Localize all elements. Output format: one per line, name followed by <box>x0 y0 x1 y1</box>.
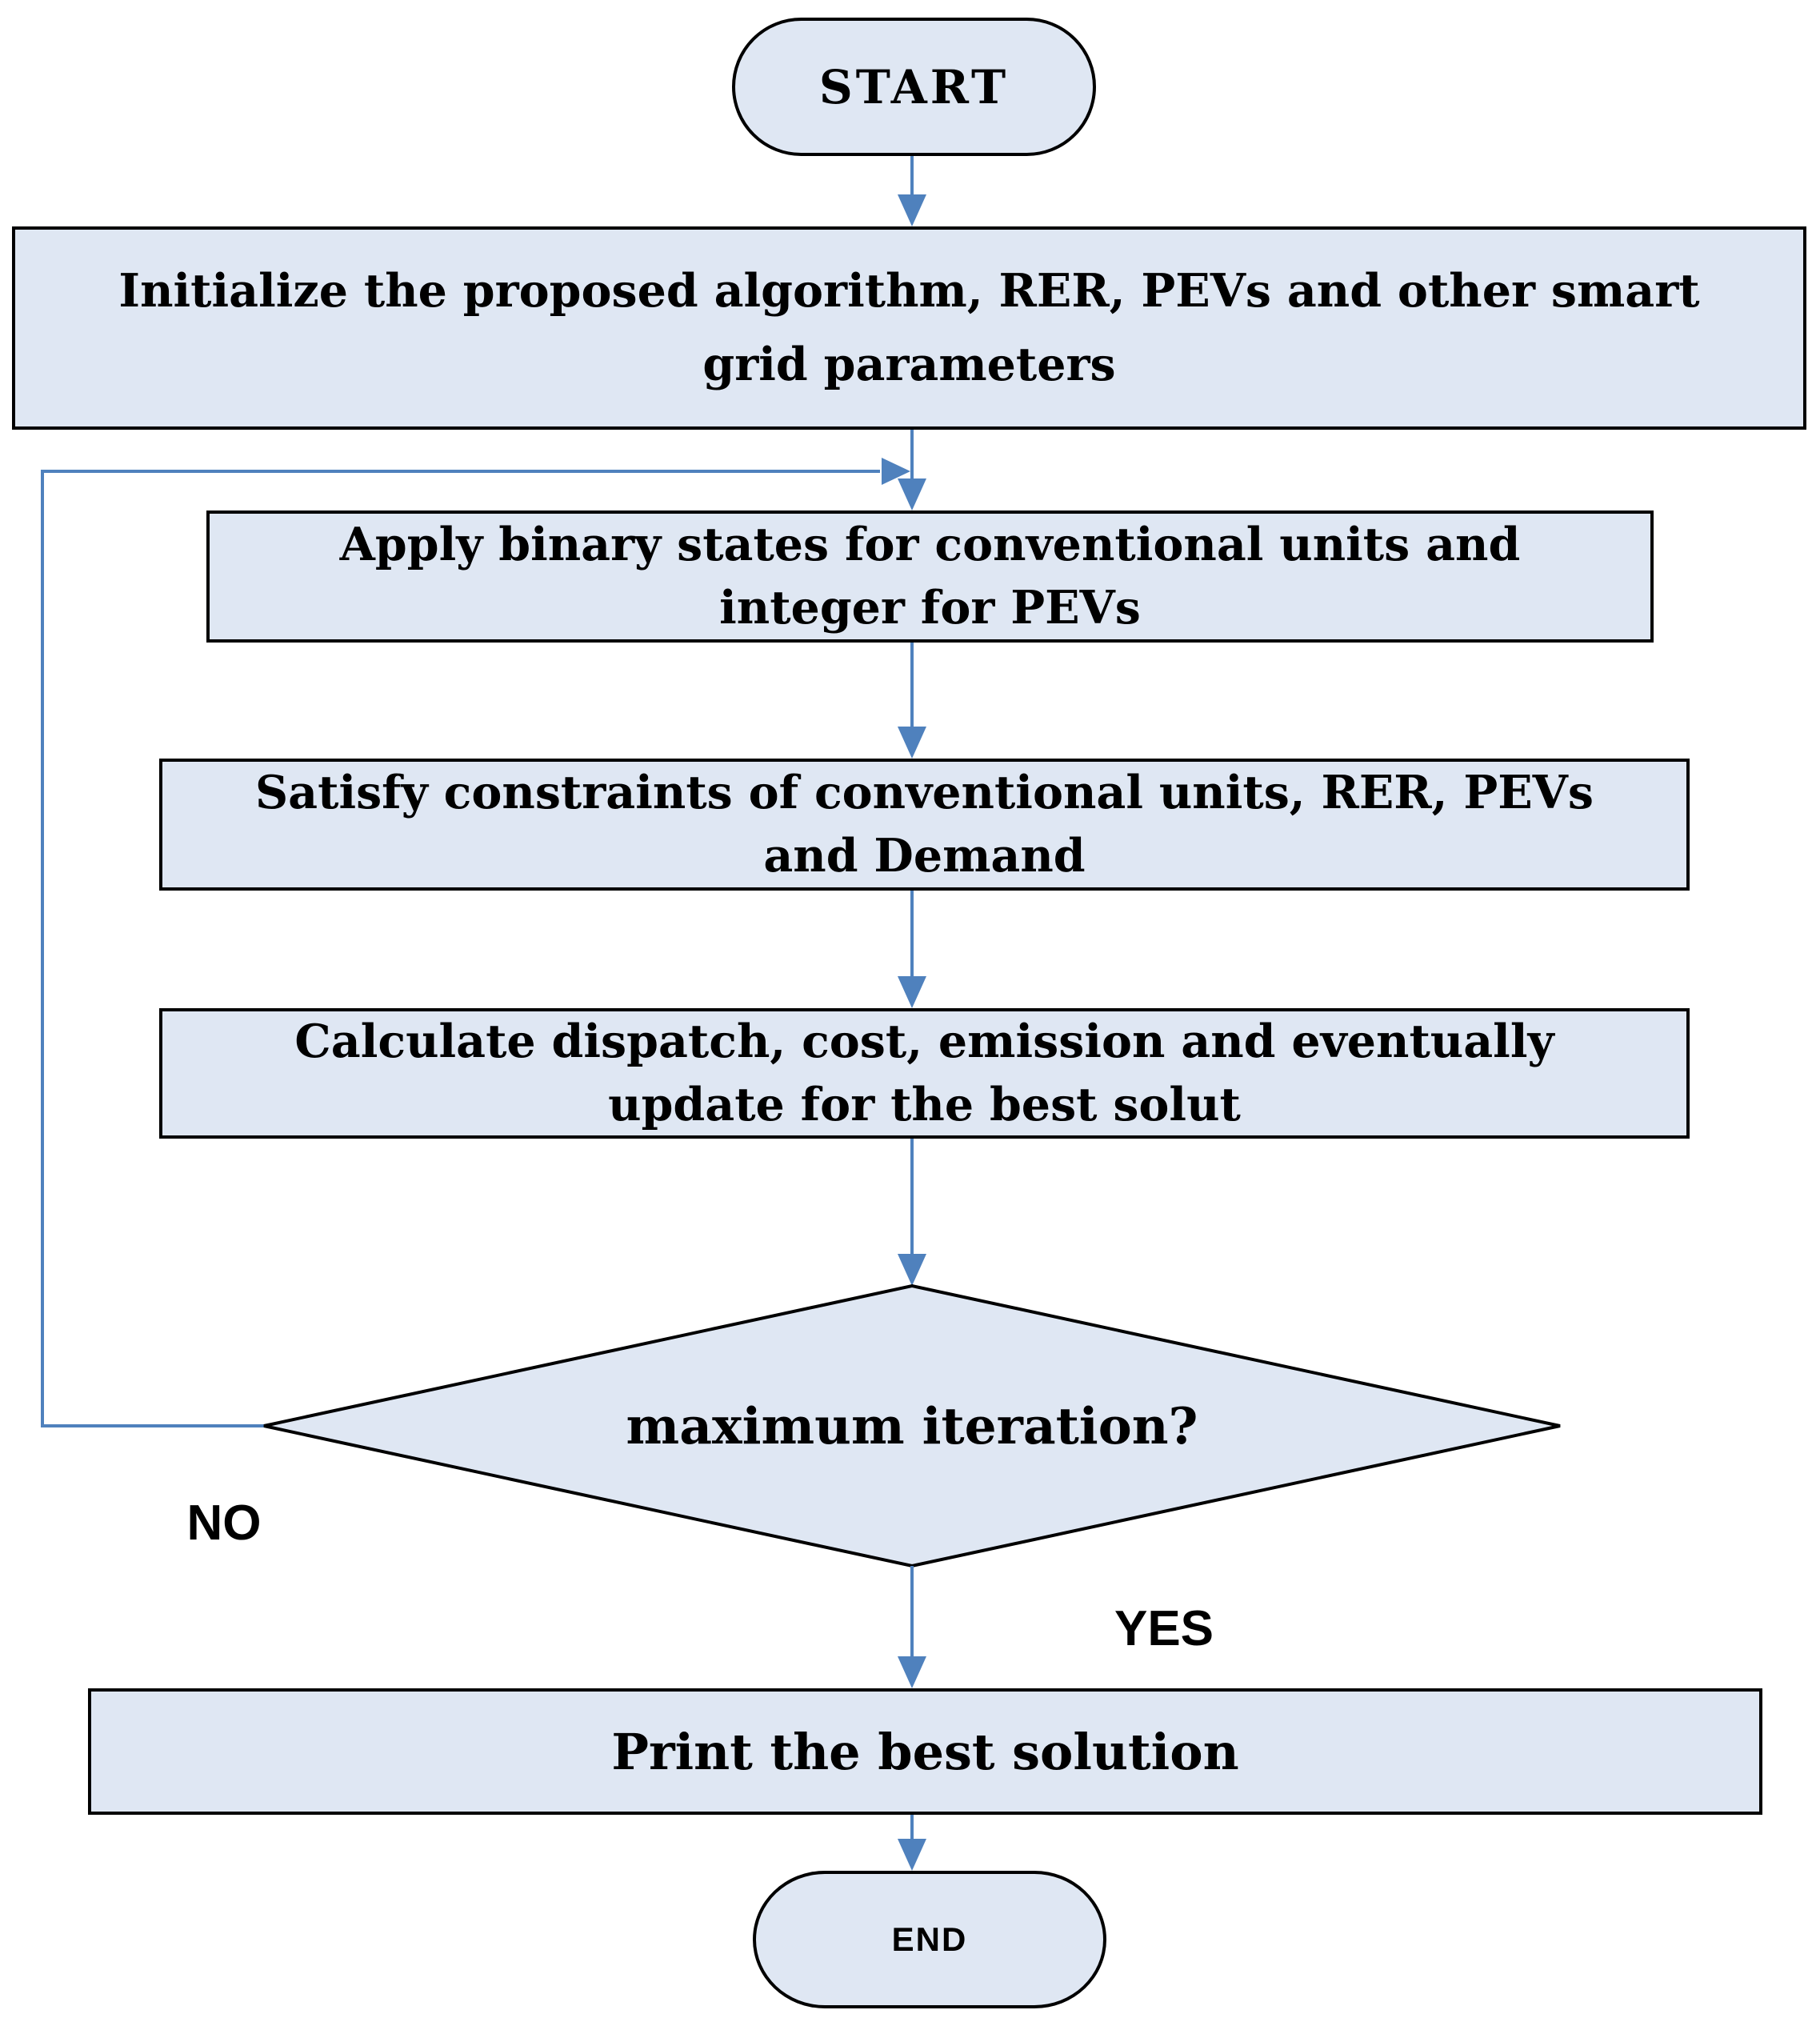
arrowhead-loop-junction <box>882 458 910 485</box>
initialize-process-box: Initialize the proposed algorithm, RER, … <box>12 226 1806 430</box>
max-iteration-decision-label: maximum iteration? <box>626 1396 1198 1455</box>
satisfy-constraints-process-box: Satisfy constraints of conventional unit… <box>159 759 1690 891</box>
print-best-solution-process-box: Print the best solution <box>88 1688 1762 1815</box>
apply-binary-states-process-box: Apply binary states for conventional uni… <box>206 511 1654 643</box>
arrowhead-decision <box>898 1254 926 1286</box>
arrowhead-calculate <box>898 976 926 1008</box>
start-node: START <box>732 18 1096 156</box>
arrowhead-print <box>898 1656 926 1688</box>
arrowhead-end <box>898 1839 926 1871</box>
no-edge-label: NO <box>186 1495 262 1551</box>
end-node: END <box>753 1871 1106 2008</box>
arrowhead-initialize <box>898 194 926 226</box>
arrowhead-constraints <box>898 727 926 759</box>
yes-edge-label: YES <box>1114 1601 1214 1656</box>
calculate-dispatch-process-box: Calculate dispatch, cost, emission and e… <box>159 1008 1690 1139</box>
loop-connector-no <box>41 470 880 1427</box>
arrowhead-binary <box>898 478 926 511</box>
